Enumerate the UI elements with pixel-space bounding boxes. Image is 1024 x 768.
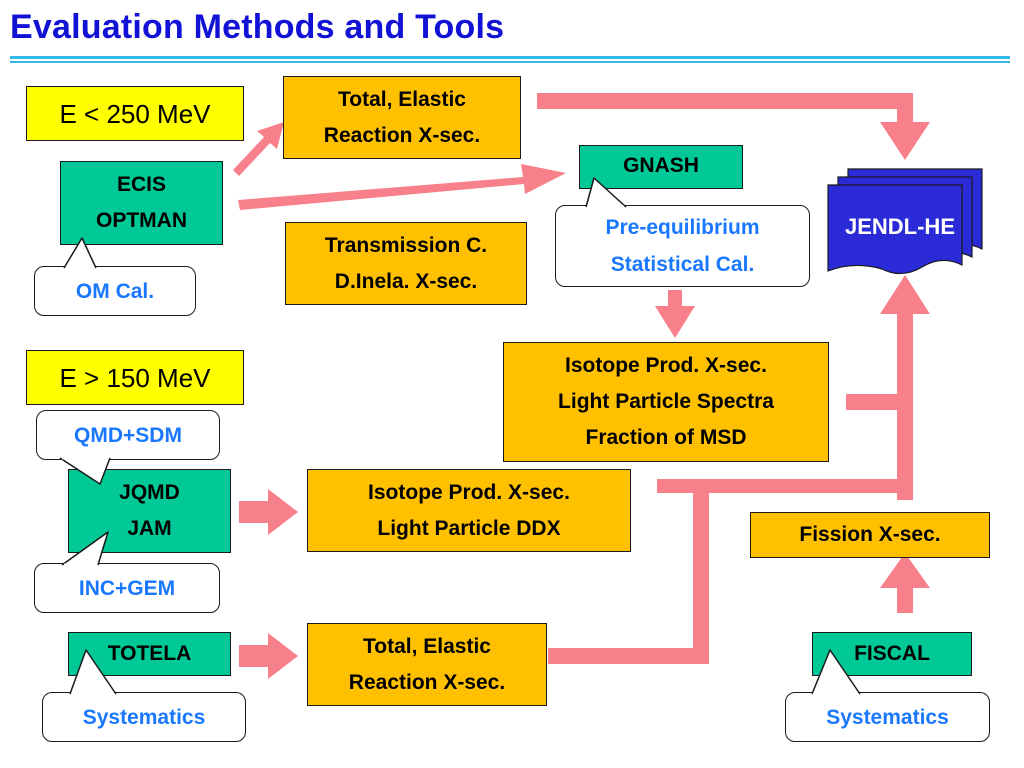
result-total-elastic-bottom: Total, Elastic Reaction X-sec.	[307, 623, 547, 706]
arrow-ecis-to-total-elastic	[233, 122, 284, 176]
code-ecis-optman: ECIS OPTMAN	[60, 161, 223, 245]
energy-range-low: E < 250 MeV	[26, 86, 244, 141]
line-isotope-ddx-to-trunk	[657, 479, 913, 493]
document-stack-icon	[827, 168, 983, 275]
tail-preeq	[585, 177, 627, 208]
energy-range-high: E > 150 MeV	[26, 350, 244, 405]
page-title: Evaluation Methods and Tools	[10, 8, 505, 46]
tail-systematics-left	[69, 649, 117, 695]
tail-systematics-right	[811, 649, 861, 695]
arrow-gnash-to-isotope	[655, 290, 695, 338]
library-jendl-he-label: JENDL-HE	[844, 214, 955, 239]
title-underline	[10, 56, 1010, 59]
result-fission: Fission X-sec.	[750, 512, 990, 558]
callout-preeq-statistical: Pre-equilibrium Statistical Cal.	[555, 205, 810, 287]
code-jqmd-jam: JQMD JAM	[68, 469, 231, 553]
callout-systematics-left: Systematics	[42, 692, 246, 742]
arrow-trunk-to-jendl	[880, 275, 930, 500]
line-isotope-to-trunk	[846, 394, 902, 410]
title-underline-secondary	[10, 61, 1010, 63]
result-isotope-gnash: Isotope Prod. X-sec. Light Particle Spec…	[503, 342, 829, 462]
result-total-elastic-top: Total, Elastic Reaction X-sec.	[283, 76, 521, 159]
callout-systematics-right: Systematics	[785, 692, 990, 742]
tail-inc-gem	[61, 531, 109, 566]
callout-inc-gem: INC+GEM	[34, 563, 220, 613]
arrow-jqmd-to-isotope-ddx	[239, 489, 298, 535]
arrow-fiscal-to-fission	[880, 553, 930, 613]
callout-om-cal: OM Cal.	[34, 266, 196, 316]
result-transmission: Transmission C. D.Inela. X-sec.	[285, 222, 527, 305]
tail-qmd-sdm	[59, 457, 111, 485]
result-isotope-jqmd: Isotope Prod. X-sec. Light Particle DDX	[307, 469, 631, 552]
code-gnash: GNASH	[579, 145, 743, 189]
arrow-ecis-to-gnash	[238, 164, 566, 210]
tail-om-cal	[63, 237, 97, 269]
callout-qmd-sdm: QMD+SDM	[36, 410, 220, 460]
arrow-totela-to-total-elastic	[239, 633, 298, 679]
arrow-total-elastic-to-jendl	[537, 93, 930, 160]
